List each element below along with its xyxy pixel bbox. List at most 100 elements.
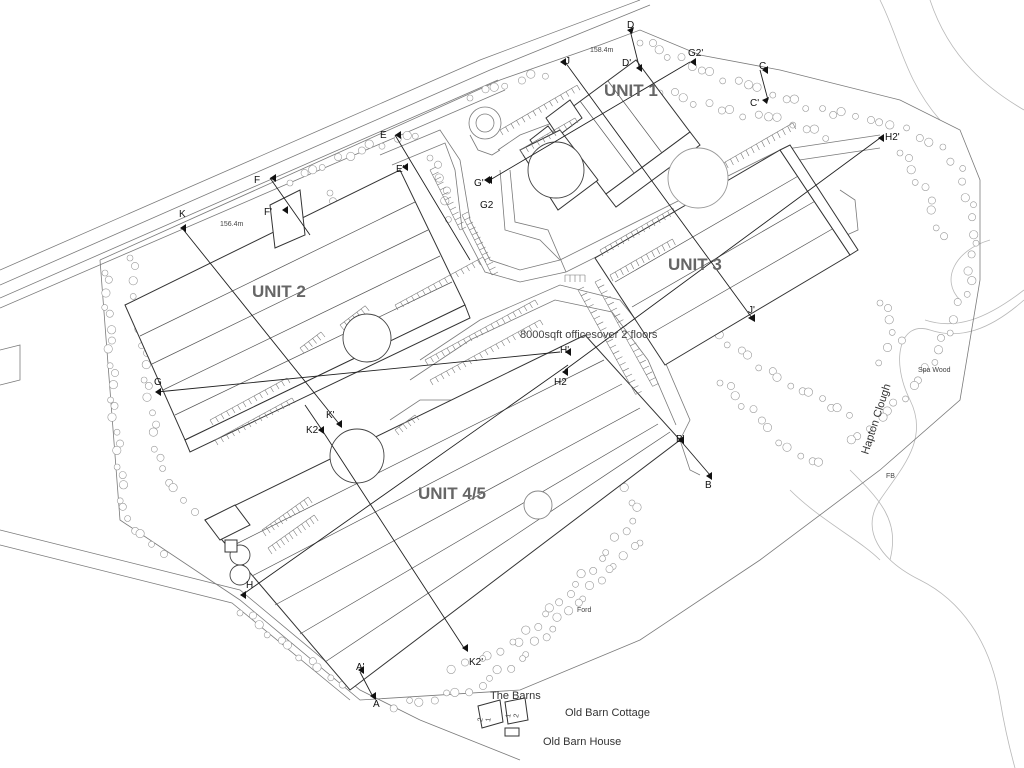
- parking-bay-line: [532, 110, 537, 116]
- tree: [442, 186, 451, 195]
- parking-bay-line: [601, 290, 608, 294]
- parking-bay-line: [549, 101, 553, 107]
- tree: [846, 411, 853, 419]
- tree: [730, 391, 740, 401]
- parking-bay-line: [248, 398, 252, 405]
- parking-bay-line: [429, 166, 437, 171]
- section-line-f: [269, 177, 311, 236]
- parking-bay-line: [598, 284, 605, 289]
- parking-bay-line: [275, 406, 279, 413]
- parking-bay-line: [640, 256, 645, 264]
- tree: [902, 395, 909, 403]
- tree: [318, 164, 326, 171]
- tree: [101, 304, 108, 311]
- parking-row-edge: [424, 299, 536, 361]
- parking-bay-line: [457, 364, 461, 371]
- parking-bay-line: [574, 117, 579, 124]
- tree: [906, 165, 916, 175]
- tree-belt: [101, 39, 980, 713]
- tree: [768, 367, 777, 376]
- parking-bay-line: [620, 237, 625, 245]
- parking-bay-line: [610, 243, 614, 251]
- parking-bay-line: [427, 286, 432, 293]
- parking-bay-line: [490, 323, 495, 330]
- tree: [116, 439, 124, 448]
- parking-bay-line: [214, 439, 219, 446]
- section-label-c-prime: C': [750, 98, 759, 109]
- tree: [752, 82, 762, 92]
- plot-number: 1: [485, 717, 493, 722]
- unit-4-5-label: UNIT 4/5: [418, 484, 486, 503]
- tree: [111, 369, 119, 377]
- tree: [749, 405, 758, 413]
- parking-bay-line: [496, 320, 500, 327]
- parking-bay-line: [438, 280, 443, 287]
- tank-unit-1: [527, 141, 585, 199]
- parking-bay-line: [320, 331, 326, 338]
- tree: [909, 380, 919, 390]
- old-barn-cottage-label: Old Barn Cottage: [565, 707, 650, 719]
- tree: [254, 620, 264, 630]
- parking-bay-line: [539, 319, 544, 326]
- parking-bay-line: [303, 499, 309, 507]
- tree: [521, 625, 531, 635]
- parking-bay-line: [782, 128, 786, 136]
- parking-bay-line: [614, 313, 621, 318]
- tree: [946, 329, 954, 337]
- sprinkler-tanks: [224, 141, 729, 586]
- parking-bay-line: [629, 379, 636, 384]
- parking-bay-line: [512, 334, 516, 341]
- parking-bay-line: [437, 181, 444, 186]
- parking-bay-line: [236, 427, 241, 434]
- parking-bay-line: [563, 124, 568, 130]
- tree: [704, 67, 714, 77]
- section-line-k2: [321, 429, 465, 649]
- parking-bay-line: [270, 386, 274, 393]
- parking-bay-line: [405, 298, 410, 305]
- parking-bay-line: [288, 532, 294, 540]
- tree: [738, 346, 746, 355]
- tree: [723, 341, 731, 349]
- parking-bay-line: [452, 344, 456, 351]
- parking-bay-line: [597, 321, 604, 326]
- parking-bay-line: [264, 412, 268, 419]
- parking-bay-line: [569, 121, 573, 127]
- tree: [519, 655, 526, 662]
- parking-bay-line: [600, 327, 607, 331]
- tree: [719, 77, 727, 85]
- parking-bay-line: [656, 247, 661, 255]
- parking-bay-line: [280, 538, 285, 546]
- parking-bay-line: [316, 335, 322, 341]
- parking-row-edge: [267, 514, 315, 549]
- parking-bay-line: [776, 131, 781, 139]
- tree: [602, 549, 610, 556]
- tree: [953, 298, 962, 306]
- tree: [509, 638, 517, 646]
- tree: [599, 555, 606, 562]
- tree: [414, 697, 424, 707]
- parking-bay-line: [253, 395, 258, 402]
- parking-row-edge: [594, 281, 653, 387]
- tree: [968, 213, 976, 222]
- tree: [112, 445, 122, 455]
- parking-bay-line: [312, 338, 317, 344]
- section-label-k-prime: K': [326, 410, 335, 421]
- parking-bay-line: [313, 514, 319, 522]
- tree: [411, 132, 419, 140]
- parking-row-edge: [719, 122, 793, 166]
- tree: [180, 496, 187, 504]
- tree: [110, 401, 119, 410]
- tree: [809, 124, 819, 134]
- parking-bay-line: [291, 508, 296, 516]
- parking-areas: [209, 84, 797, 555]
- parking-bay-line: [641, 225, 645, 233]
- tree: [479, 655, 487, 662]
- tree: [286, 179, 294, 187]
- tree: [663, 54, 671, 61]
- parking-bay-line: [303, 344, 309, 350]
- tree: [129, 293, 137, 300]
- parking-bay-line: [468, 358, 472, 365]
- plot-number: 2: [513, 713, 521, 718]
- tree: [631, 542, 639, 550]
- parking-bay-line: [632, 385, 639, 389]
